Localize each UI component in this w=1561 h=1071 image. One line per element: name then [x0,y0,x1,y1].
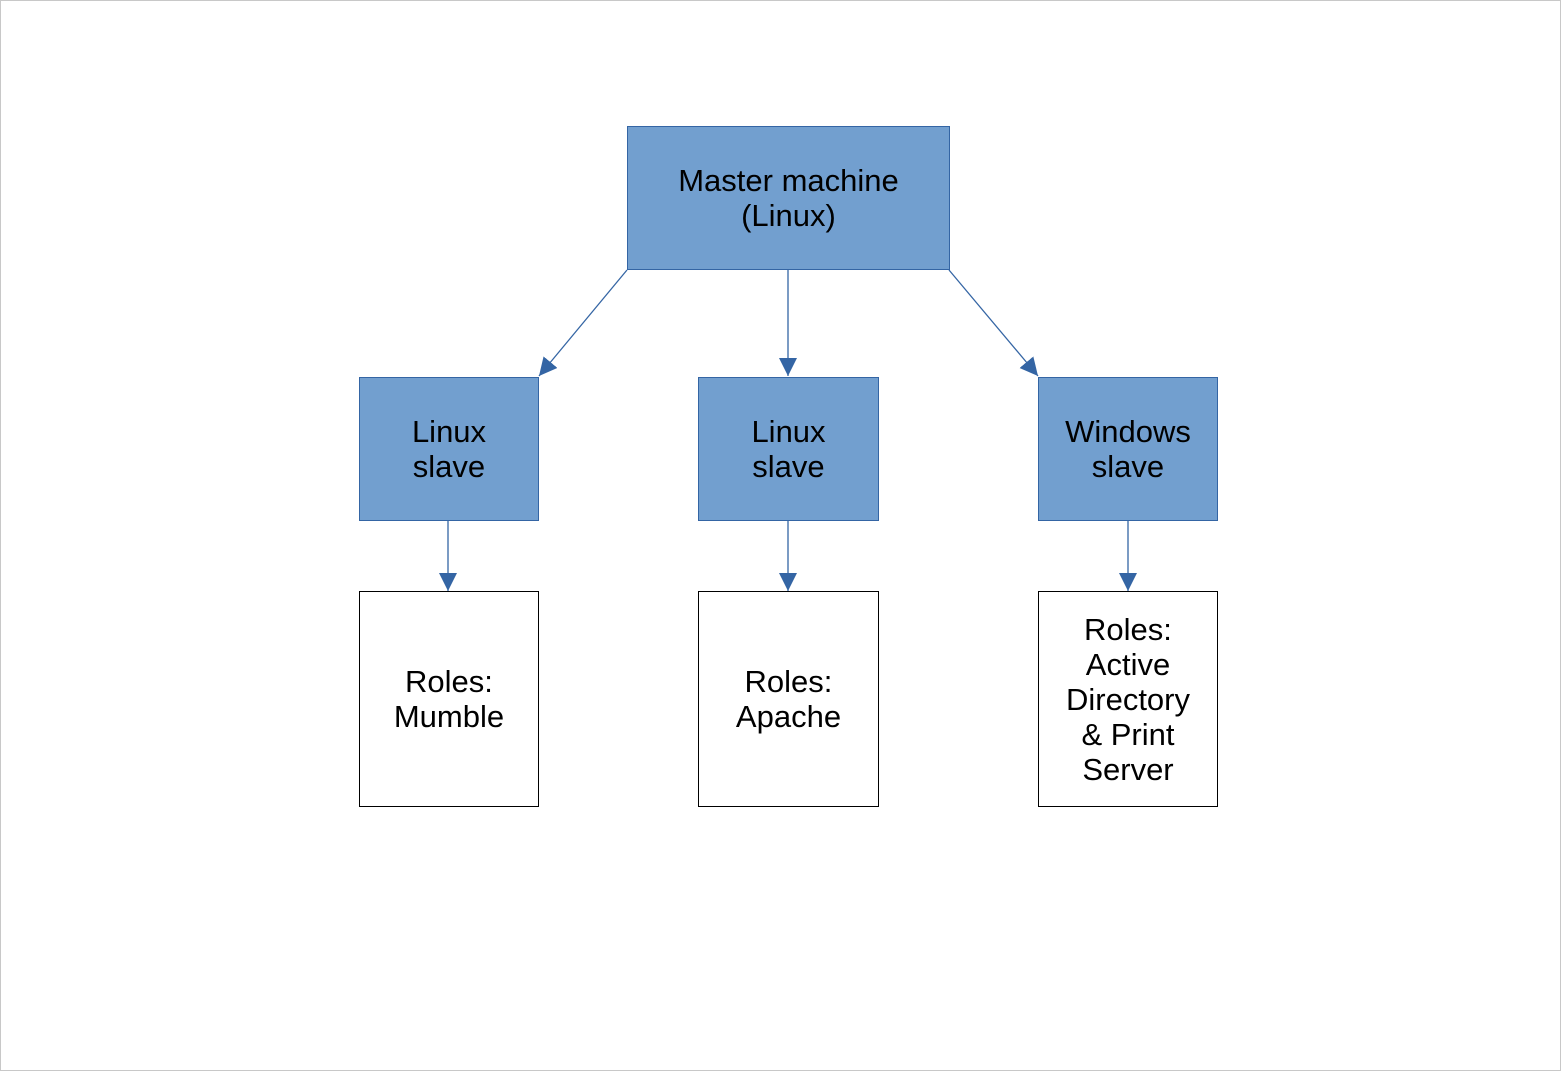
roles-3-line-2: Active [1085,646,1171,682]
slave-1-label-line-2: slave [412,449,486,484]
roles-3-line-3: Directory [1065,681,1190,717]
slave-1-label-line-1: Linux [411,414,487,449]
roles-mumble-label: Roles: Mumble [394,664,504,734]
master-label-line-1: Master machine [678,163,899,198]
linux-slave-node-2[interactable]: Linux slave [698,377,879,521]
roles-2-line-1: Roles: [744,664,833,699]
roles-active-directory-label: Roles: Active Directory & Print Server [1066,612,1190,787]
slave-2-label-line-1: Linux [751,414,826,449]
roles-box-apache[interactable]: Roles: Apache [698,591,879,807]
roles-box-active-directory[interactable]: Roles: Active Directory & Print Server [1038,591,1218,807]
linux-slave-1-label: Linux slave [412,414,486,484]
roles-3-line-1: Roles: [1084,611,1172,647]
roles-box-mumble[interactable]: Roles: Mumble [359,591,539,807]
linux-slave-node-1[interactable]: Linux slave [359,377,539,521]
master-machine-node[interactable]: Master machine (Linux) [627,126,950,270]
roles-1-line-2: Mumble [393,699,505,734]
roles-3-line-4: & Print [1081,716,1175,752]
roles-1-line-1: Roles: [405,664,493,699]
arrow-master-to-linux-slave-1 [538,269,628,377]
windows-slave-label: Windows slave [1065,414,1191,484]
roles-2-line-2: Apache [735,699,842,734]
master-label-line-2: (Linux) [741,198,836,233]
slave-3-label-line-1: Windows [1065,414,1191,449]
arrow-master-to-windows-slave [948,269,1039,377]
windows-slave-node[interactable]: Windows slave [1038,377,1218,521]
slave-2-label-line-2: slave [752,449,825,484]
slave-3-label-line-2: slave [1091,449,1165,484]
master-machine-label: Master machine (Linux) [678,163,899,233]
roles-3-line-5: Server [1082,751,1174,787]
linux-slave-2-label: Linux slave [751,414,825,484]
roles-apache-label: Roles: Apache [736,664,841,734]
